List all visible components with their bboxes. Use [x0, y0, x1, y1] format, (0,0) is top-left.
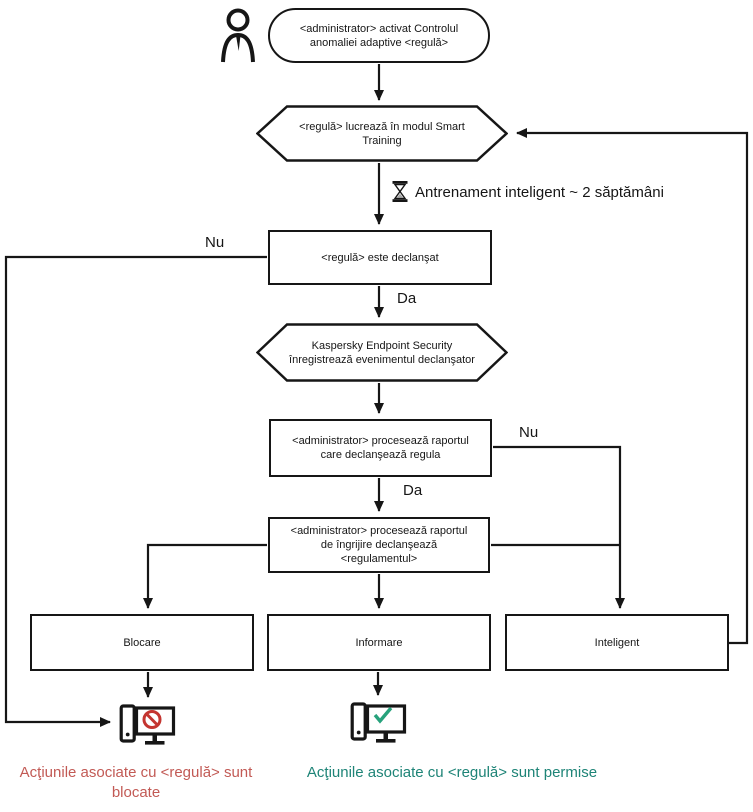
node-start: <administrator> activat Controlul anomal… [268, 8, 490, 63]
node-block-action: Blocare [30, 614, 254, 671]
person-icon [221, 8, 255, 63]
node-start-label: <administrator> activat Controlul anomal… [299, 22, 459, 49]
node-inform-label: Informare [355, 636, 403, 649]
node-kes-registers-label: Kaspersky Endpoint Security înregistreaz… [289, 339, 475, 366]
node-rule-triggered: <regulă> este declanşat [268, 230, 492, 285]
edge-label-nu-right: Nu [519, 424, 539, 441]
node-smart-action: Inteligent [505, 614, 729, 671]
computer-allowed-icon [350, 702, 407, 743]
hexagon-shape [256, 323, 508, 382]
node-rule-triggered-label: <regulă> este declanşat [321, 251, 439, 264]
node-smart-training: <regulă> lucrează în modul Smart Trainin… [256, 105, 508, 162]
node-report-care: <administrator> procesează raportul de î… [268, 517, 490, 573]
hexagon-shape [256, 105, 508, 162]
edge-smart-feedback-to-training [516, 128, 749, 645]
computer-blocked-icon [119, 704, 176, 745]
node-report-care-label: <administrator> procesează raportul de î… [290, 525, 468, 565]
node-smart-label: Inteligent [594, 636, 640, 649]
allowed-caption: Acţiunile asociate cu <regulă> sunt perm… [306, 764, 598, 781]
blocked-caption: Acţiunile asociate cu <regulă> sunt bloc… [19, 764, 253, 801]
node-inform-action: Informare [267, 614, 491, 671]
edge-label-da-bottom: Da [403, 482, 423, 499]
edge-nu-right-to-smart [493, 445, 625, 609]
training-duration-note: Antrenament inteligent ~ 2 săptămâni [415, 184, 664, 201]
node-report-triggering-label: <administrator> procesează raportul care… [292, 435, 469, 461]
edge-nu-left-feedback [4, 255, 267, 727]
hourglass-icon [392, 181, 408, 202]
edge-label-nu-left: Nu [205, 234, 225, 251]
edge-label-da-top: Da [397, 290, 417, 307]
node-kes-registers: Kaspersky Endpoint Security înregistreaz… [256, 323, 508, 382]
edge-report2-left-to-block [143, 543, 267, 609]
node-smart-training-label: <regulă> lucrează în modul Smart Trainin… [299, 120, 465, 147]
node-block-label: Blocare [123, 636, 161, 649]
node-report-triggering: <administrator> procesează raportul care… [269, 419, 492, 477]
